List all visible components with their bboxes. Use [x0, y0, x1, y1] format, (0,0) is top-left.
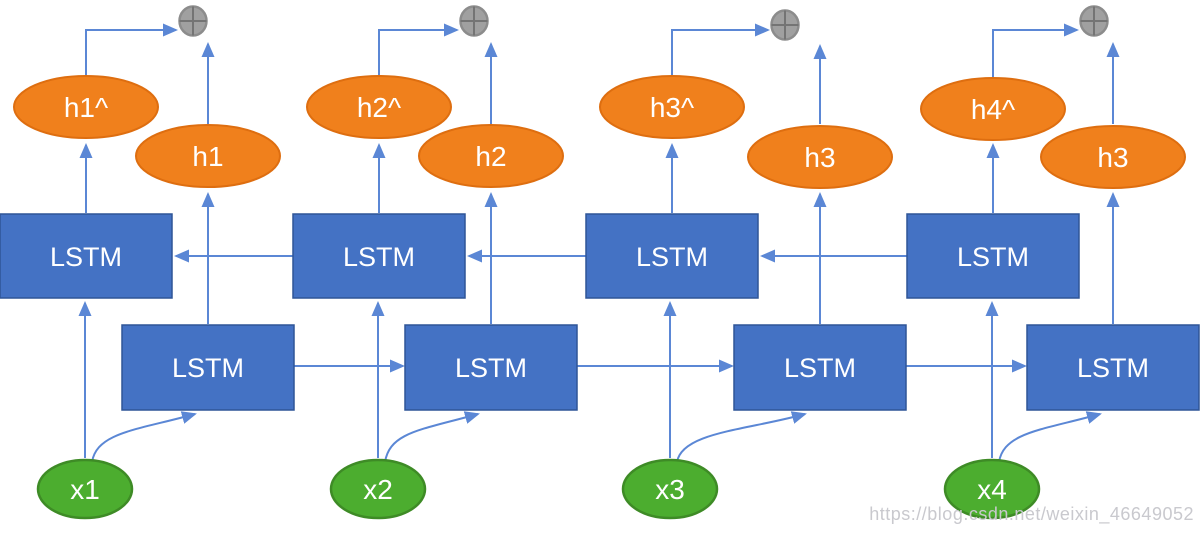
column-4: LSTM LSTM h4^ h3 x4	[906, 5, 1200, 520]
forward-output-ellipse	[135, 124, 281, 188]
backward-lstm-label: LSTM	[50, 242, 122, 272]
forward-output-ellipse	[418, 124, 564, 188]
input-to-forward-arrow	[91, 411, 197, 463]
input-to-forward-arrow	[384, 411, 480, 463]
input-ellipse	[621, 458, 719, 520]
backward-lstm-label: LSTM	[957, 242, 1029, 272]
hhat-to-sum-arrow	[85, 23, 178, 77]
forward-lstm-label: LSTM	[172, 353, 244, 383]
backward-output-label: h1^	[64, 92, 108, 123]
column-1-arrows	[78, 23, 215, 463]
sum-icon	[770, 9, 800, 41]
column-4-arrows	[985, 23, 1120, 463]
backward-lstm-box	[292, 213, 466, 299]
backward-lstm-box	[585, 213, 759, 299]
forward-lstm-box	[121, 324, 295, 411]
column-2-arrows	[371, 23, 498, 463]
forward-output-label: h3	[1097, 142, 1128, 173]
input-ellipse	[36, 458, 134, 520]
forward-output-label: h1	[192, 141, 223, 172]
input-to-forward-arrow	[998, 411, 1102, 463]
input-label: x1	[70, 474, 100, 505]
backward-lstm-box	[906, 213, 1080, 299]
forward-lstm-label: LSTM	[1077, 353, 1149, 383]
backward-lstm-label: LSTM	[636, 242, 708, 272]
sum-icon	[459, 5, 489, 37]
forward-lstm-box	[404, 324, 578, 411]
input-to-forward-arrow	[676, 411, 807, 463]
forward-lstm-label: LSTM	[784, 353, 856, 383]
forward-output-label: h3	[804, 142, 835, 173]
column-1: LSTM LSTM h1^ h1 x1	[0, 5, 295, 520]
backward-output-ellipse	[306, 75, 452, 139]
backward-output-label: h4^	[971, 94, 1015, 125]
forward-output-label: h2	[475, 141, 506, 172]
input-ellipse	[329, 458, 427, 520]
backward-output-ellipse	[920, 77, 1066, 141]
sum-icon	[178, 5, 208, 37]
input-label: x4	[977, 474, 1007, 505]
column-3-arrows	[663, 23, 827, 463]
backward-output-ellipse	[599, 75, 745, 139]
column-2: LSTM LSTM h2^ h2 x2	[292, 5, 578, 520]
backward-output-label: h2^	[357, 92, 401, 123]
input-label: x2	[363, 474, 393, 505]
forward-output-ellipse	[747, 125, 893, 189]
column-3: LSTM LSTM h3^ h3 x3	[585, 9, 907, 520]
forward-lstm-box	[733, 324, 907, 411]
forward-output-ellipse	[1040, 125, 1186, 189]
input-label: x3	[655, 474, 685, 505]
watermark-text: https://blog.csdn.net/weixin_46649052	[869, 504, 1194, 524]
forward-lstm-box	[1026, 324, 1200, 411]
sum-icon	[1079, 5, 1109, 37]
input-ellipse	[943, 458, 1041, 520]
backward-lstm-label: LSTM	[343, 242, 415, 272]
hhat-to-sum-arrow	[671, 23, 770, 77]
hhat-to-sum-arrow	[992, 23, 1079, 77]
backward-lstm-box	[0, 213, 173, 299]
backward-output-label: h3^	[650, 92, 694, 123]
forward-lstm-label: LSTM	[455, 353, 527, 383]
hhat-to-sum-arrow	[378, 23, 459, 77]
backward-output-ellipse	[13, 75, 159, 139]
